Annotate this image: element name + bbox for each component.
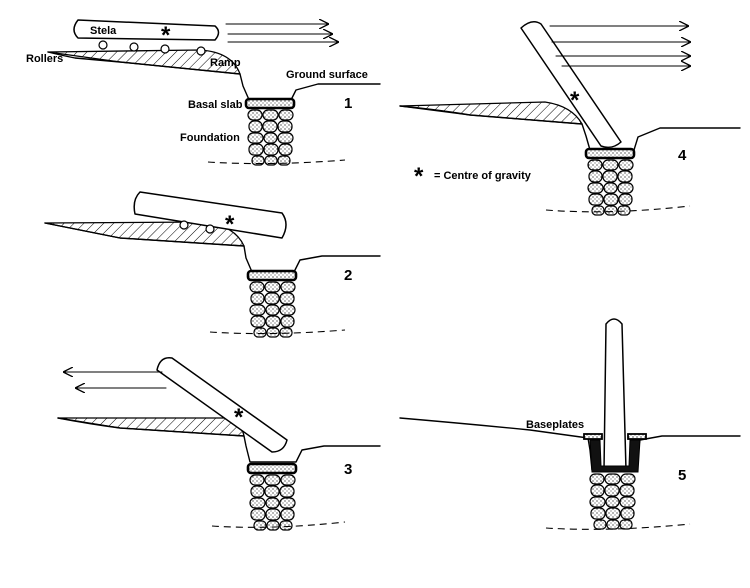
foundation-base-line <box>209 329 346 335</box>
step-number: 4 <box>678 147 687 164</box>
ramp-shape <box>57 417 245 437</box>
legend-symbol: * <box>414 163 424 190</box>
roller <box>129 42 139 52</box>
panel-4: * 4 <box>399 21 741 216</box>
panel-1: Stela * Rollers Ramp Ground surface Basa… <box>26 19 381 166</box>
foundation-base-line <box>545 205 691 213</box>
legend: * = Centre of gravity <box>414 163 532 190</box>
foundation-stones <box>589 473 636 530</box>
step-number: 5 <box>678 467 686 484</box>
motion-arrows <box>225 24 338 42</box>
stela-shape <box>133 191 287 239</box>
panel-5: Baseplates 5 <box>399 318 741 530</box>
stela-shape <box>603 318 627 471</box>
stela-shape <box>73 19 220 41</box>
centre-of-gravity-marker: * <box>234 404 244 431</box>
legend-text: = Centre of gravity <box>434 170 532 182</box>
step-number: 1 <box>344 95 352 112</box>
baseplates-label: Baseplates <box>526 419 584 431</box>
panel-3: * 3 <box>57 357 381 531</box>
ramp-shape <box>399 101 583 125</box>
centre-of-gravity-marker: * <box>161 22 171 49</box>
baseplate-left <box>583 433 603 440</box>
stela-shape <box>156 357 288 453</box>
step-number: 3 <box>344 461 352 478</box>
roller <box>98 40 108 50</box>
motion-arrows <box>549 26 690 66</box>
centre-of-gravity-marker: * <box>570 87 580 114</box>
foundation-base-line <box>207 159 346 165</box>
baseplate-socket <box>589 439 641 473</box>
centre-of-gravity-marker: * <box>225 211 235 238</box>
foundation-stones <box>249 281 296 338</box>
basal-slab-shape <box>244 97 296 110</box>
foundation-stones <box>247 109 294 166</box>
roller <box>179 220 189 230</box>
baseplate-right <box>627 433 647 440</box>
foundation-label: Foundation <box>180 132 240 144</box>
basal-slab-shape <box>584 147 636 160</box>
foundation-base-line <box>545 523 691 530</box>
stela-label: Stela <box>90 25 117 37</box>
stela-shape <box>520 21 622 149</box>
basal-slab-label: Basal slab <box>188 99 243 111</box>
step-number: 2 <box>344 267 352 284</box>
ground-line <box>57 417 381 463</box>
foundation-stones <box>587 159 634 216</box>
panel-2: * 2 <box>44 191 381 338</box>
roller <box>160 44 170 54</box>
ramp-label: Ramp <box>210 57 241 69</box>
ground-surface-label: Ground surface <box>286 69 368 81</box>
basal-slab-shape <box>246 462 298 475</box>
foundation-stones <box>249 474 296 531</box>
foundation-base-line <box>211 521 346 528</box>
roller <box>205 224 215 234</box>
basal-slab-shape <box>246 269 298 282</box>
rollers-label: Rollers <box>26 53 63 65</box>
motion-arrows <box>64 372 167 388</box>
roller <box>196 46 206 56</box>
